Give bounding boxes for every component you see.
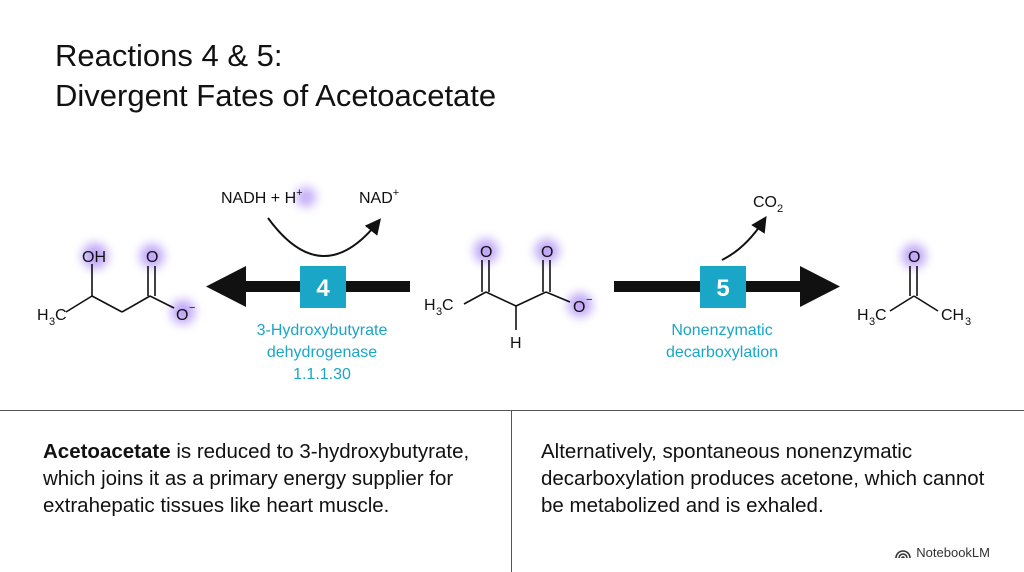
glow-o-top [140,244,164,268]
acetone-right-ch: CH [941,307,964,324]
aa-methyl-sub: 3 [436,306,442,318]
glow-aa-o1 [474,239,498,263]
acetone-molecule: O H 3 C CH 3 [857,244,971,328]
notebooklm-logo-icon [895,549,912,558]
brand-label: NotebookLM [916,545,990,560]
aa-o-minus-label: O [573,299,585,316]
aa-o2-label: O [541,244,553,261]
reaction-5-label-line-2: decarboxylation [666,344,778,361]
acetone-o-label: O [908,249,920,266]
glow-o-minus [171,300,195,324]
hb-oh-label: OH [82,249,106,266]
acetone-left-c: C [875,307,887,324]
hb-o-label: O [146,249,158,266]
aa-methyl-h: H [424,297,436,314]
vertical-divider [511,410,512,572]
acetone-left-h: H [857,307,869,324]
page-title: Reactions 4 & 5: Divergent Fates of Acet… [55,36,496,116]
left-explanation-rest: is reduced to 3-hydroxybutyrate, which j… [43,440,470,517]
co2-curve [721,215,767,261]
glow-aa-o-minus [568,293,592,317]
glow-aa-o2 [535,239,559,263]
reaction-5-number: 5 [716,275,729,302]
enzyme-name-line-2: dehydrogenase [267,344,377,361]
reaction-5-badge [700,266,746,308]
enzyme-name-line-1: 3-Hydroxybutyrate [257,322,388,339]
glow-acetone-o [902,244,926,268]
hb-methyl-sub: 3 [49,316,55,328]
acetone-right-sub: 3 [965,316,971,328]
right-explanation: Alternatively, spontaneous nonenzymatic … [541,440,985,517]
title-line-1: Reactions 4 & 5: [55,38,283,73]
glow-h-plus [296,187,316,207]
cofactor-in-label: NADH + H+ [221,187,303,207]
reaction-4-number: 4 [316,275,330,302]
reaction-4-badge [300,266,346,308]
title-line-2: Divergent Fates of Acetoacetate [55,78,497,113]
co2-label: CO2 [753,194,783,215]
left-explanation-bold: Acetoacetate [43,440,171,463]
cofactor-curve-4 [267,217,382,257]
hb-methyl-h: H [37,307,49,324]
reaction-diagram: OH O O − H 3 C 4 NADH + H+ NAD+ 3-Hydrox… [37,187,971,383]
acetone-left-sub: 3 [869,316,875,328]
reaction-5-label-line-1: Nonenzymatic [671,322,772,339]
cofactor-out-label: NAD+ [359,187,399,207]
glow-oh [82,243,108,269]
hb-charge: − [189,302,195,314]
aa-charge: − [586,294,592,306]
aa-h-label: H [510,335,522,352]
notebooklm-brand: NotebookLM [895,545,990,560]
aa-o1-label: O [480,244,492,261]
horizontal-divider [0,410,1024,411]
hb-o-minus-label: O [176,307,188,324]
enzyme-ec-number: 1.1.1.30 [293,366,351,383]
hydroxybutyrate-molecule: OH O O − H 3 C [37,243,195,328]
acetoacetate-molecule: O O O − H 3 C H [424,239,592,352]
aa-methyl-c: C [442,297,454,314]
hb-methyl-c: C [55,307,67,324]
left-explanation: Acetoacetate is reduced to 3-hydroxybuty… [43,438,483,519]
